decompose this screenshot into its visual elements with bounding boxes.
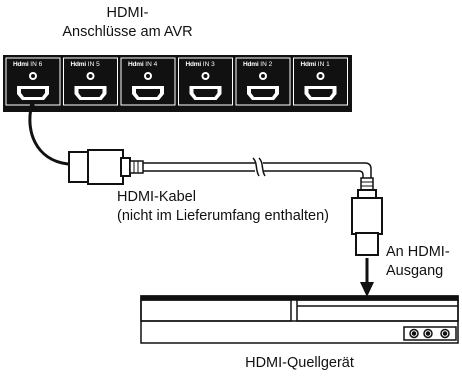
arrow-to-source — [360, 258, 374, 297]
output-label-line2: Ausgang — [386, 263, 444, 279]
cable-label-line1: HDMI-Kabel — [117, 189, 196, 205]
hdmi-port — [293, 57, 348, 106]
hdmi-logo: Hdmi — [70, 61, 87, 68]
port-label: Hdmi IN 2 — [243, 61, 272, 68]
hdmi-logo: Hdmi — [128, 61, 144, 68]
cable-loop — [28, 103, 78, 166]
port-label: Hdmi IN 4 — [128, 61, 157, 68]
avr-panel — [3, 55, 352, 112]
source-label: HDMI-Quellgerät — [245, 355, 354, 371]
cable-body — [143, 157, 372, 178]
hdmi-port — [5, 57, 61, 106]
hdmi-logo: Hdmi — [300, 61, 317, 68]
port-label: Hdmi IN 1 — [301, 61, 330, 68]
port-name: IN 4 — [143, 61, 158, 68]
port-name: IN 6 — [28, 61, 43, 68]
avr-title-line2: Anschlüsse am AVR — [62, 24, 193, 40]
arrow-to-port — [27, 100, 38, 112]
port-label: Hdmi IN 6 — [13, 61, 42, 68]
hdmi-logo: Hdmi — [13, 61, 29, 68]
port-name: IN 3 — [200, 61, 215, 68]
hdmi-logo: Hdmi — [243, 61, 259, 68]
avr-title-line1: HDMI- — [106, 5, 149, 21]
source-device — [140, 295, 459, 344]
port-label: Hdmi IN 5 — [71, 61, 100, 68]
output-label-line1: An HDMI- — [386, 244, 450, 260]
right-hdmi-plug — [351, 177, 383, 256]
hdmi-logo: Hdmi — [185, 61, 202, 68]
port-name: IN 2 — [258, 61, 273, 68]
port-label: Hdmi IN 3 — [186, 61, 215, 68]
hdmi-port — [178, 57, 233, 106]
hdmi-port — [120, 57, 176, 106]
hdmi-port — [63, 57, 118, 106]
hdmi-port — [235, 57, 291, 106]
left-hdmi-plug — [68, 149, 144, 185]
cable-label-line2: (nicht im Lieferumfang enthalten) — [117, 208, 329, 224]
port-name: IN 5 — [85, 61, 100, 68]
port-name: IN 1 — [315, 61, 330, 68]
